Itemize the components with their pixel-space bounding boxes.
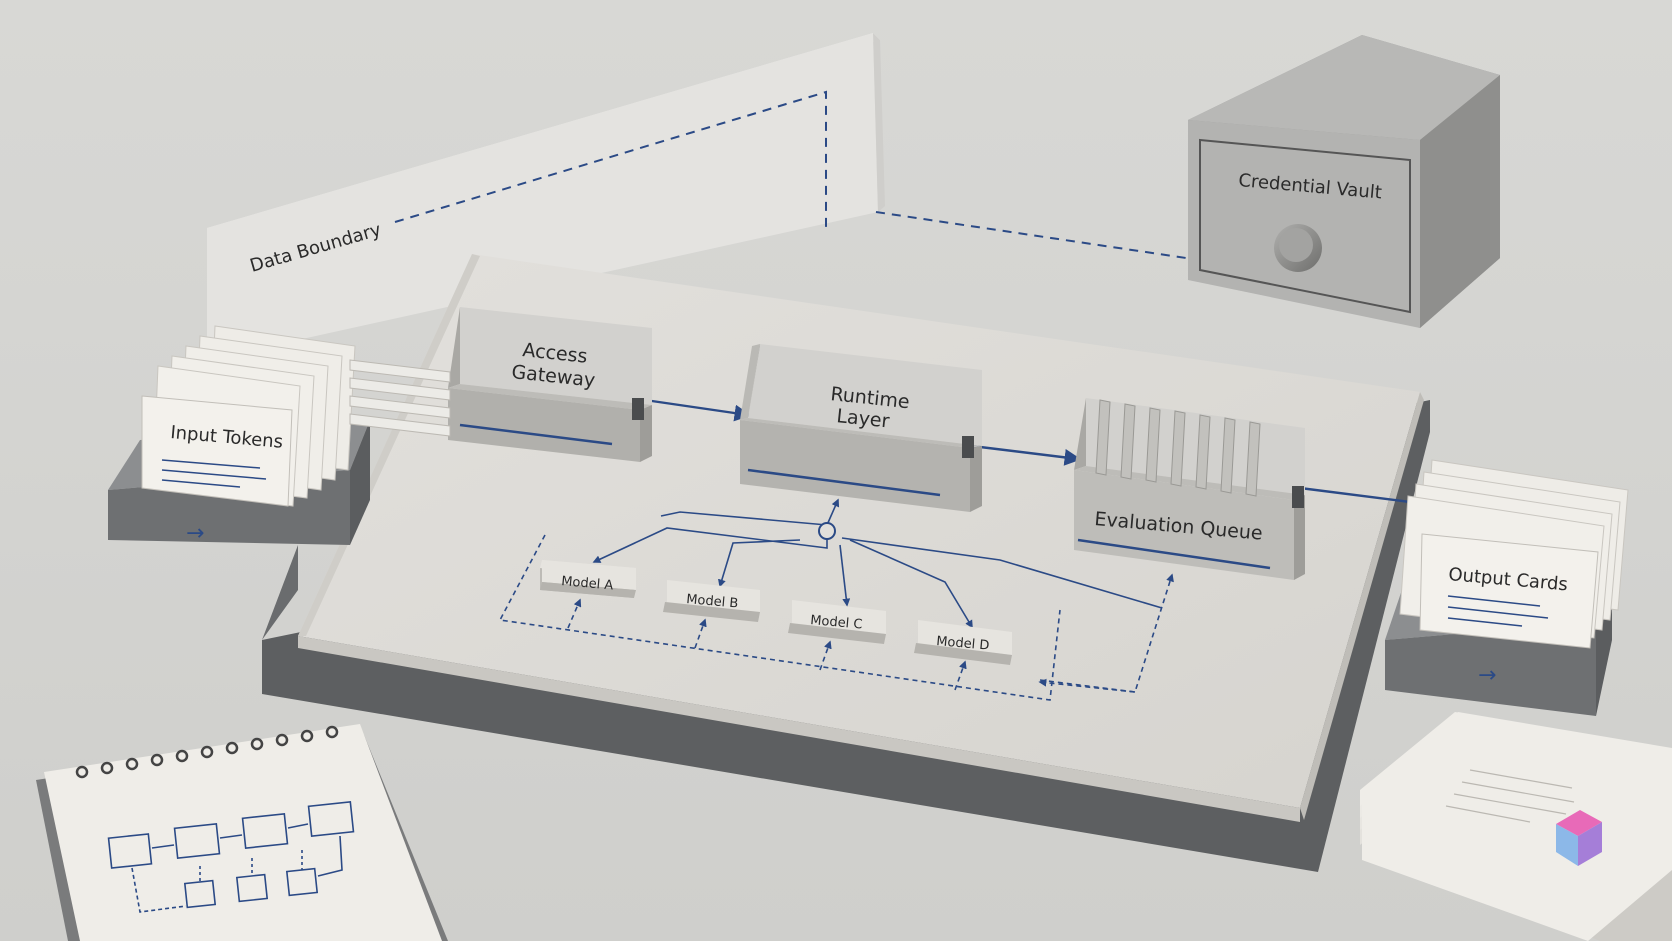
output-card-stack <box>1400 460 1628 648</box>
evaluation-queue-block: Evaluation Queue <box>1074 398 1305 580</box>
input-arrow-icon: → <box>186 521 204 546</box>
routing-hub <box>819 523 835 539</box>
access-gateway-block: Access Gateway <box>448 307 652 462</box>
runtime-layer-block: Runtime Layer <box>740 344 982 512</box>
output-arrow-icon: → <box>1478 663 1496 688</box>
output-cards-tray: Output Cards → <box>1385 460 1628 716</box>
